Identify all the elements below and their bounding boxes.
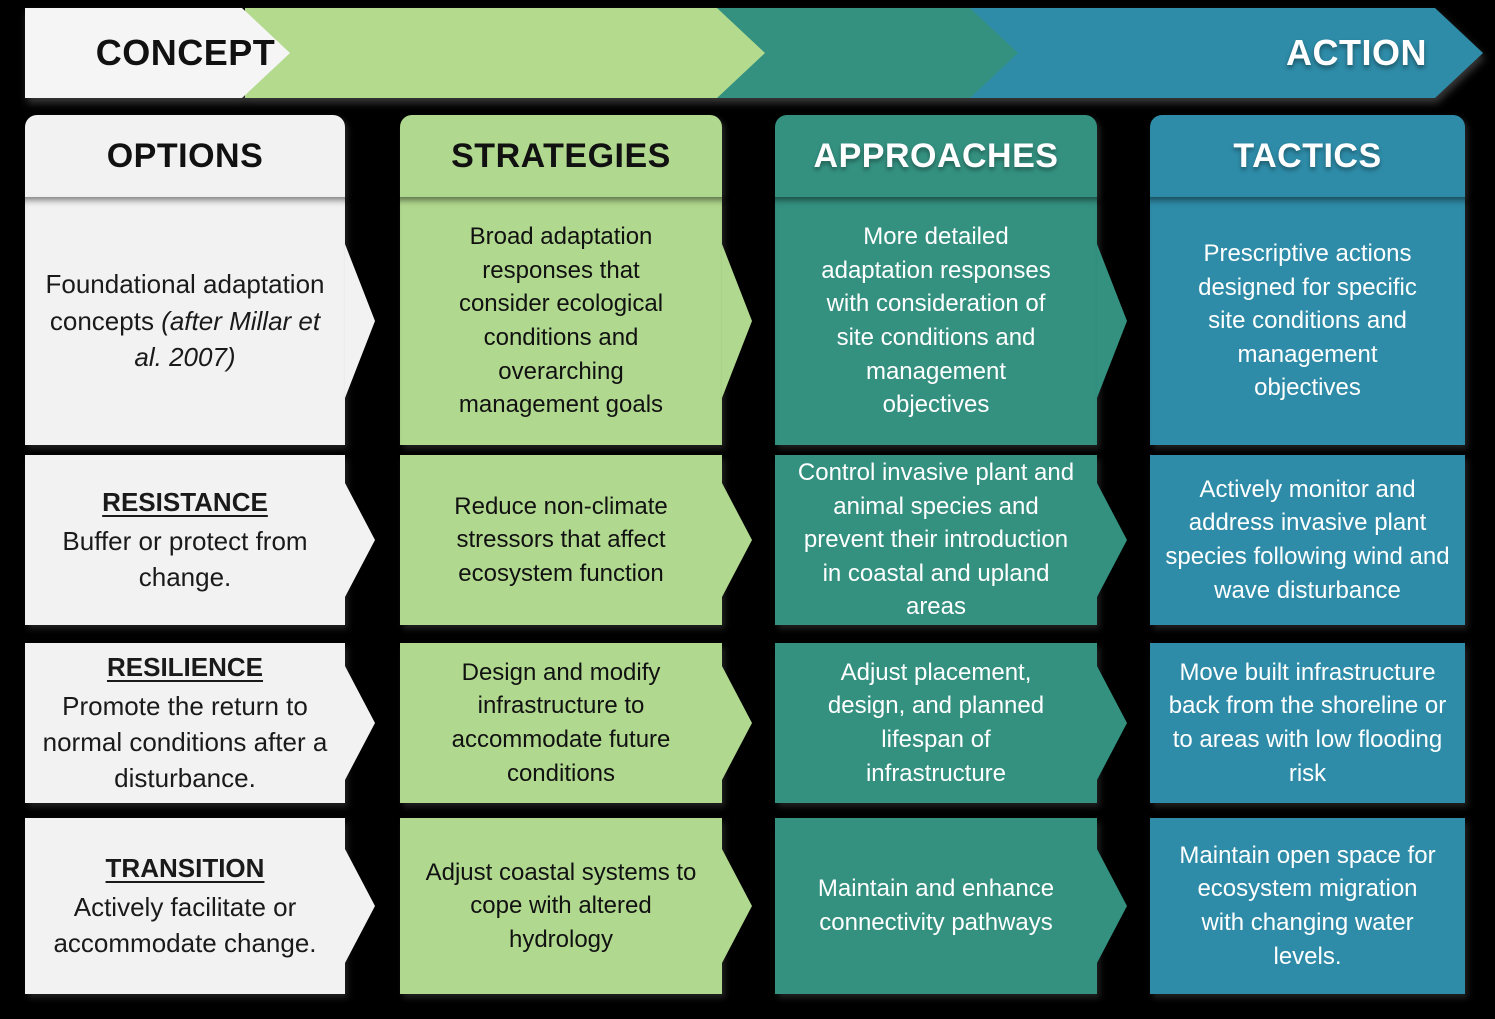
- column-approaches: APPROACHES More detailed adaptation resp…: [775, 0, 1097, 1019]
- cell-approaches-row3: Adjust placement, design, and planned li…: [775, 643, 1097, 803]
- column-tactics: TACTICS Prescriptive actions designed fo…: [1150, 0, 1465, 1019]
- cell-citation: (after Millar et al. 2007): [134, 305, 321, 373]
- column-header-approaches: APPROACHES: [775, 115, 1097, 197]
- cell-text: Actively monitor and address invasive pl…: [1165, 475, 1450, 604]
- banner-stage-strategies-arrow: [245, 8, 765, 98]
- cell-text: Maintain and enhance connectivity pathwa…: [817, 875, 1055, 936]
- cell-text: Reduce non-climate stressors that affect…: [454, 492, 668, 587]
- cell-strategies-row3: Design and modify infrastructure to acco…: [400, 643, 722, 803]
- banner-stage-action: ACTION: [970, 8, 1483, 98]
- cell-tactics-row4: Maintain open space for ecosystem migrat…: [1150, 818, 1465, 994]
- cell-options-resistance: RESISTANCE Buffer or protect from change…: [25, 455, 345, 625]
- column-header-tactics: TACTICS: [1150, 115, 1465, 197]
- cell-text: Broad adaptation responses that consider…: [458, 223, 664, 419]
- cell-text: Adjust placement, design, and planned li…: [827, 658, 1045, 787]
- banner-concept-label: CONCEPT: [95, 32, 276, 73]
- banner-stage-approaches-arrow: [717, 8, 1018, 98]
- banner-action-label: ACTION: [1286, 32, 1427, 73]
- cell-heading: TRANSITION: [105, 853, 265, 884]
- column-options: OPTIONS Foundational adaptation concepts…: [25, 0, 345, 1019]
- cell-approaches-row2: Control invasive plant and animal specie…: [775, 455, 1097, 625]
- cell-options-transition: TRANSITION Actively facilitate or accomm…: [25, 818, 345, 994]
- cell-approaches-row4: Maintain and enhance connectivity pathwa…: [775, 818, 1097, 994]
- cell-text: Actively facilitate or accommodate chang…: [53, 891, 317, 959]
- cell-tactics-row1: Prescriptive actions designed for specif…: [1150, 197, 1465, 445]
- cell-text: More detailed adaptation responses with …: [821, 223, 1051, 419]
- column-strategies: STRATEGIES Broad adaptation responses th…: [400, 0, 722, 1019]
- cell-approaches-row1: More detailed adaptation responses with …: [775, 197, 1097, 445]
- cell-strategies-row2: Reduce non-climate stressors that affect…: [400, 455, 722, 625]
- column-header-strategies: STRATEGIES: [400, 115, 722, 197]
- cell-tactics-row2: Actively monitor and address invasive pl…: [1150, 455, 1465, 625]
- cell-text: Prescriptive actions designed for specif…: [1198, 240, 1417, 402]
- cell-strategies-row4: Adjust coastal systems to cope with alte…: [400, 818, 722, 994]
- cell-text: Foundational adaptation concepts: [45, 269, 325, 336]
- cell-tactics-row3: Move built infrastructure back from the …: [1150, 643, 1465, 803]
- cell-strategies-row1: Broad adaptation responses that consider…: [400, 197, 722, 445]
- cell-heading: RESILIENCE: [106, 652, 264, 683]
- cell-text: Adjust coastal systems to cope with alte…: [425, 858, 697, 953]
- cell-text: Control invasive plant and animal specie…: [797, 459, 1075, 621]
- column-header-options: OPTIONS: [25, 115, 345, 197]
- cell-text: Move built infrastructure back from the …: [1168, 658, 1447, 787]
- cell-options-resilience: RESILIENCE Promote the return to normal …: [25, 643, 345, 803]
- cell-text: Buffer or protect from change.: [62, 525, 308, 593]
- banner-stage-concept: CONCEPT: [25, 8, 290, 98]
- cell-heading: RESISTANCE: [102, 487, 268, 518]
- cell-text: Design and modify infrastructure to acco…: [451, 658, 671, 787]
- cell-text: Promote the return to normal conditions …: [42, 690, 328, 794]
- cell-options-foundational: Foundational adaptation concepts (after …: [25, 197, 345, 445]
- cell-text: Maintain open space for ecosystem migrat…: [1179, 841, 1436, 970]
